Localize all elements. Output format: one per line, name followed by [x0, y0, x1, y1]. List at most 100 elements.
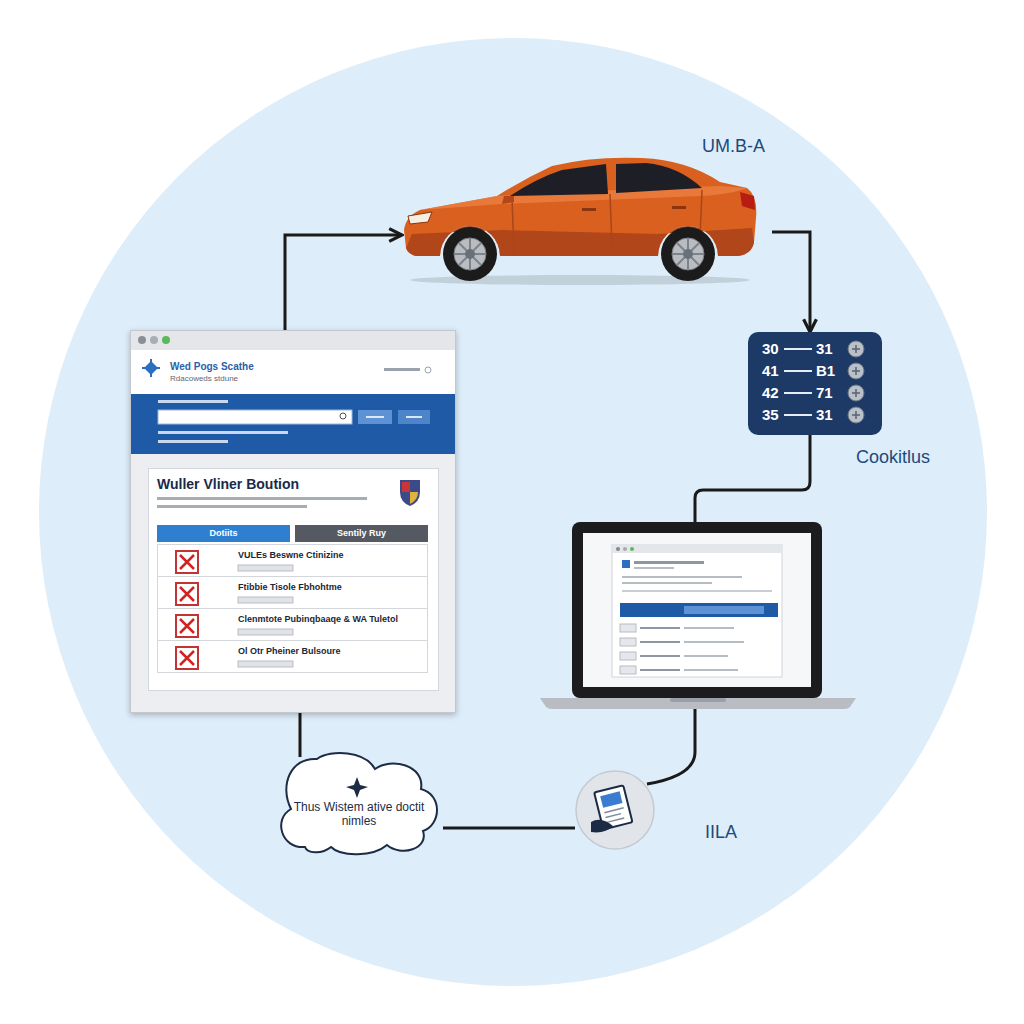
- code-number: 41: [762, 362, 779, 379]
- rect-shape: [620, 652, 636, 660]
- error-icon: [158, 609, 429, 642]
- rect-shape: [131, 331, 456, 713]
- rect-shape: [157, 505, 307, 508]
- rect-shape: [238, 597, 293, 603]
- background-circle: [39, 38, 987, 986]
- rect-shape: [622, 576, 742, 578]
- circle-shape: [661, 227, 715, 281]
- circle-shape: [150, 336, 158, 344]
- rect-shape: [620, 624, 636, 632]
- rect-shape: [684, 641, 744, 643]
- flow-arrow: [299, 713, 302, 757]
- rect-shape: [620, 603, 778, 617]
- rect-shape: [131, 331, 455, 350]
- rect-shape: [176, 551, 198, 573]
- rect-shape: [406, 416, 422, 418]
- path-shape: [180, 587, 194, 601]
- list-row: Clenmtote Pubinqbaaqe & WA Tuletol: [157, 608, 428, 641]
- circle-shape: [630, 547, 634, 551]
- path-shape: [604, 808, 626, 823]
- path-shape: [540, 698, 856, 709]
- code-box: 303141B142713531: [748, 332, 882, 435]
- circle-shape: [616, 547, 620, 551]
- rect-shape: [600, 791, 622, 807]
- error-icon: [158, 641, 429, 674]
- path-shape: [591, 820, 613, 833]
- rect-shape: [582, 208, 596, 211]
- rect-shape: [684, 606, 764, 614]
- rect-shape: [398, 410, 430, 424]
- rect-shape: [583, 533, 811, 687]
- car-illustration: UM.B-A: [402, 130, 772, 285]
- path-shape: [852, 411, 860, 419]
- rect-shape: [238, 565, 293, 571]
- rect-shape: [634, 567, 674, 569]
- rect-shape: [670, 698, 726, 702]
- panel-heading: Wuller Vliner Boution: [157, 476, 299, 492]
- circle-label: IILA: [705, 822, 737, 843]
- rect-shape: [384, 368, 420, 371]
- circle-shape: [454, 238, 486, 270]
- rect-shape: [684, 655, 728, 657]
- code-number: 31: [816, 340, 833, 357]
- rect-shape: [640, 641, 680, 643]
- path-shape: [454, 238, 486, 270]
- circle-shape: [465, 249, 475, 259]
- path-shape: [410, 492, 418, 504]
- rect-shape: [612, 545, 782, 553]
- cloud-text: Thus Wistem ative doctit nimles: [289, 801, 429, 829]
- path-shape: [502, 196, 514, 204]
- rect-shape: [620, 666, 636, 674]
- circle-shape: [443, 227, 497, 281]
- circle-shape: [138, 336, 146, 344]
- circle-shape: [623, 547, 627, 551]
- path-shape: [281, 753, 437, 854]
- rect-shape: [176, 615, 198, 637]
- rect-shape: [366, 416, 384, 418]
- list-row: Ftibbie Tisole Fbhohtme: [157, 576, 428, 609]
- rect-shape: [238, 661, 293, 667]
- path-shape: [346, 777, 368, 798]
- rect-shape: [149, 469, 439, 691]
- circle-shape: [683, 249, 693, 259]
- rect-shape: [572, 522, 822, 698]
- path-shape: [852, 345, 860, 353]
- tab-button: Sentily Ruy: [295, 525, 428, 542]
- rect-shape: [620, 638, 636, 646]
- path-shape: [142, 359, 160, 377]
- rect-shape: [176, 647, 198, 669]
- rect-shape: [358, 410, 392, 424]
- browser-window: Wed Pogs ScatheRdacoweds stduneWuller Vl…: [130, 330, 456, 713]
- circle-shape: [340, 413, 346, 419]
- path-shape: [784, 348, 812, 350]
- flow-arrow: [772, 232, 810, 332]
- rect-shape: [640, 655, 680, 657]
- rect-shape: [640, 627, 680, 629]
- path-shape: [852, 367, 860, 375]
- path-shape: [180, 555, 194, 569]
- path-shape: [510, 164, 608, 196]
- circle-shape: [672, 238, 704, 270]
- row-text: Ol Otr Pheiner Bulsoure: [238, 646, 341, 656]
- path-shape: [402, 482, 410, 492]
- rect-shape: [158, 431, 288, 434]
- circle-shape: [162, 336, 170, 344]
- list-row: Ol Otr Pheiner Bulsoure: [157, 640, 428, 673]
- rect-shape: [238, 629, 293, 635]
- code-number: 30: [762, 340, 779, 357]
- rect-shape: [176, 583, 198, 605]
- code-number: 71: [816, 384, 833, 401]
- rect-shape: [157, 497, 367, 500]
- path-shape: [852, 389, 860, 397]
- rect-shape: [158, 410, 352, 424]
- list-row: VULEs Beswne Ctinizine: [157, 544, 428, 577]
- row-text: Ftibbie Tisole Fbhohtme: [238, 582, 342, 592]
- row-text: Clenmtote Pubinqbaaqe & WA Tuletol: [238, 614, 398, 624]
- rect-shape: [622, 582, 712, 584]
- code-number: 31: [816, 406, 833, 423]
- tab-label: Dotiits: [210, 528, 238, 538]
- circle-shape: [848, 341, 864, 357]
- row-text: VULEs Beswne Ctinizine: [238, 550, 344, 560]
- car-label: UM.B-A: [702, 136, 765, 157]
- circle-shape: [576, 771, 654, 849]
